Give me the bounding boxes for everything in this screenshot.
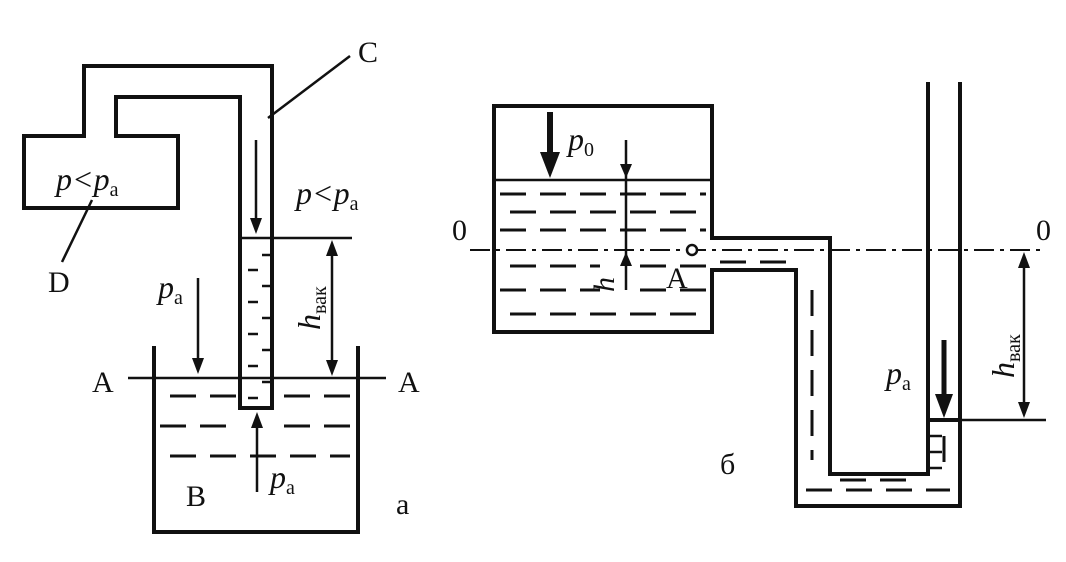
tank-liquid <box>500 192 706 316</box>
hvak-b-arrow-top <box>1018 252 1030 268</box>
point-a <box>685 243 699 257</box>
label-p0: p0 <box>566 121 594 161</box>
label-hvak-a: hвак <box>291 286 331 330</box>
leader-c <box>267 55 351 119</box>
vessel-b <box>152 346 360 534</box>
figure-a: C p<pа p<pа D pа A A B pа hвак а <box>22 36 420 534</box>
figure-b: p0 0 0 h A pа hвак б <box>452 82 1051 508</box>
label-pa-b: pа <box>884 355 911 395</box>
label-h-b: h <box>588 277 621 292</box>
vessel-b-liquid <box>160 394 350 458</box>
label-0-right: 0 <box>1036 214 1051 247</box>
leader-d <box>60 199 94 263</box>
label-hvak-b: hвак <box>985 334 1025 378</box>
label-a-b: A <box>666 262 688 295</box>
label-d: D <box>48 266 70 299</box>
figure-letter-a: а <box>396 488 409 521</box>
label-b: B <box>186 480 206 513</box>
right-tube-ticks <box>930 434 942 470</box>
svg-text:h: h <box>588 277 621 292</box>
arrow-pa-bottom-head <box>251 412 263 428</box>
label-tube-pressure: p<pа <box>294 175 359 215</box>
label-tank-pressure: p<pа <box>54 161 119 201</box>
hvak-b-arrow-bottom <box>1018 402 1030 418</box>
label-pa-left: pа <box>156 269 183 309</box>
label-c: C <box>358 36 378 69</box>
h-arrow-bottom <box>620 252 632 266</box>
tank-d-outline <box>22 64 274 410</box>
tank-and-pipe-outline <box>492 104 962 508</box>
svg-text:hвак: hвак <box>291 286 331 330</box>
label-a-right: A <box>398 366 420 399</box>
hvak-arrow-bottom <box>326 360 338 376</box>
arrow-tube-head <box>250 218 262 234</box>
svg-text:hвак: hвак <box>985 334 1025 378</box>
label-0-left: 0 <box>452 214 467 247</box>
label-a-left: A <box>92 366 114 399</box>
arrow-pa-left-head <box>192 358 204 374</box>
tube-scale <box>248 253 272 400</box>
arrow-pa-head <box>935 394 953 418</box>
figure-letter-b: б <box>720 448 735 481</box>
arrow-p0-head <box>540 152 560 178</box>
h-arrow-top <box>620 164 632 178</box>
hvak-arrow-top <box>326 240 338 256</box>
label-pa-bottom: pа <box>268 459 295 499</box>
pipe-liquid <box>720 260 950 492</box>
